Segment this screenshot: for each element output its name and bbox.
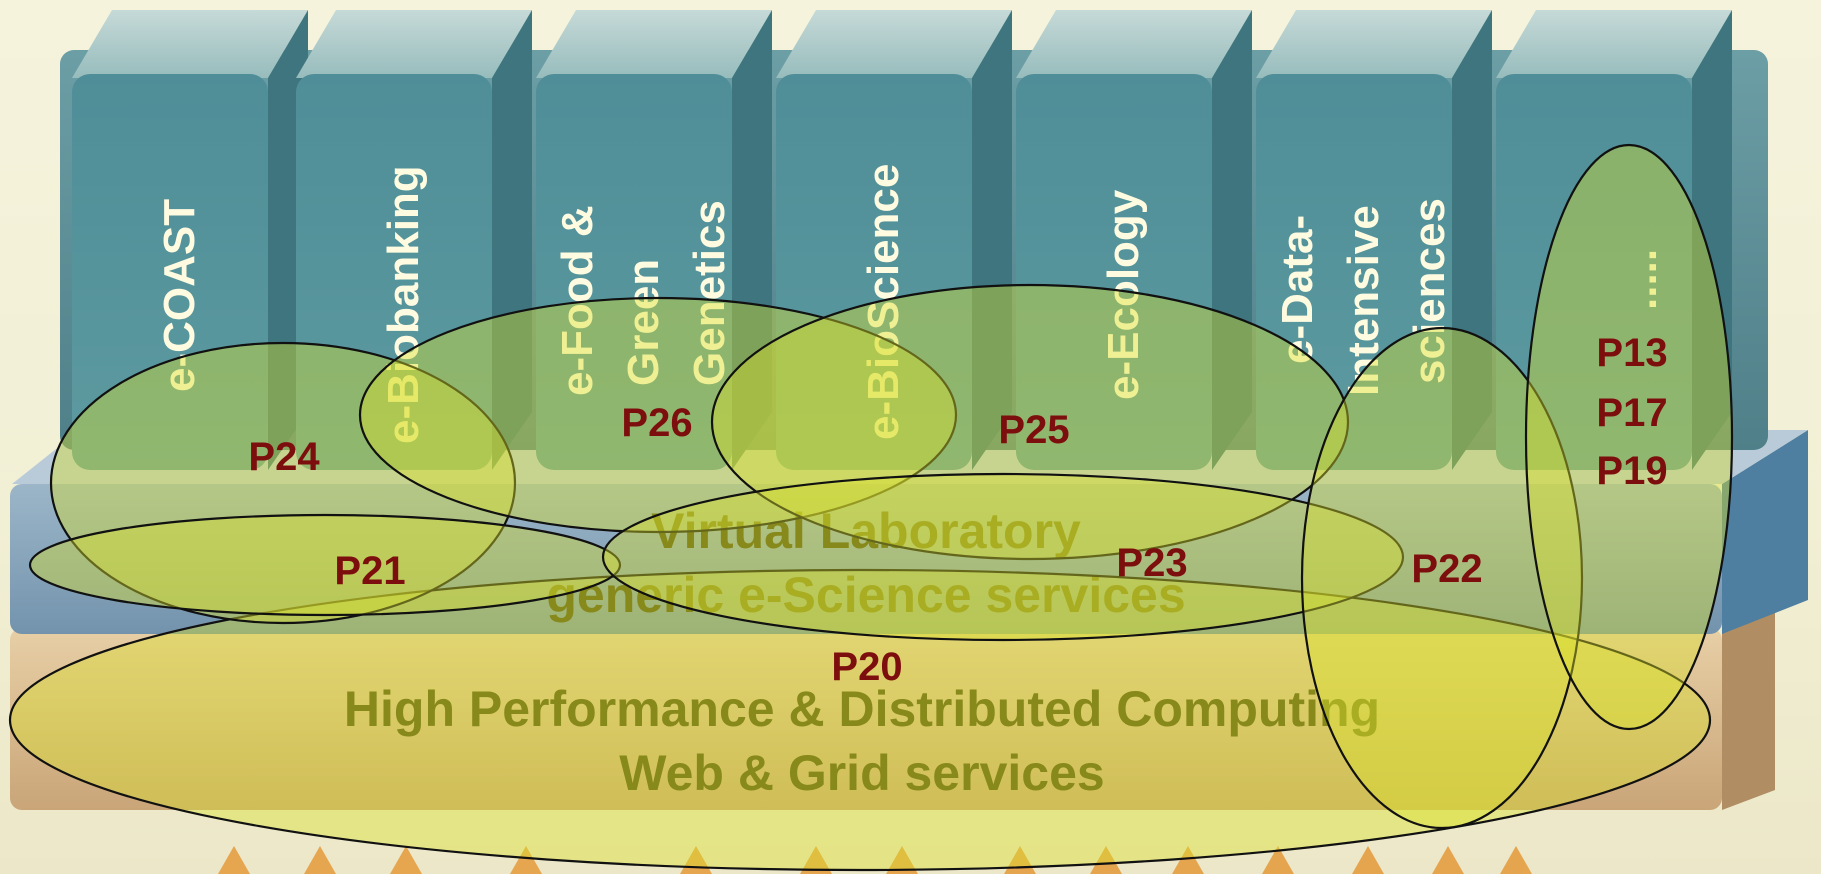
ellipse-p23	[601, 472, 1405, 642]
project-label-p24: P24	[248, 435, 320, 479]
pillar-top	[1496, 10, 1732, 78]
pillar-side	[972, 10, 1012, 470]
project-label-p20: P20	[831, 645, 902, 689]
pillar-label-line: e-Ecology	[1099, 189, 1148, 400]
pillar-side	[1692, 10, 1732, 470]
computing-subtitle: Web & Grid services	[619, 745, 1104, 801]
base-triangle	[1090, 846, 1122, 874]
project-label-p22: P22	[1411, 547, 1482, 591]
pillar-top	[776, 10, 1012, 78]
base-triangle	[1262, 846, 1294, 874]
project-labels: P24 P26 P25 P21 P23 P22 P20 P13 P17 P19	[248, 331, 1667, 689]
pillar-label-line: Intensive	[1339, 205, 1388, 396]
project-ellipses	[8, 143, 1734, 872]
base-triangle	[1172, 846, 1204, 874]
pillar-label-line: e-BioScience	[859, 164, 908, 440]
pillar-labels: e-COAST e-Biobanking e-Food & Green Gene…	[155, 164, 1666, 444]
pillar-label-e-biobanking: e-Biobanking	[379, 165, 428, 444]
virtual-lab-title: Virtual Laboratory	[651, 503, 1081, 559]
base-triangle	[218, 846, 250, 874]
base-triangles	[218, 846, 1532, 874]
project-label-p25: P25	[998, 408, 1069, 452]
pillar-top	[72, 10, 308, 78]
virtual-lab-subtitle: generic e-Science services	[546, 567, 1185, 623]
pillar-front	[1256, 74, 1452, 470]
pillar-label-e-data-intensive-sciences: e-Data- Intensive sciences	[1273, 193, 1454, 396]
pillar-side	[1212, 10, 1252, 470]
pillar-front	[536, 74, 732, 470]
pillar-label-e-bioscience: e-BioScience	[859, 164, 908, 440]
ellipse-p13-p17-p19	[1524, 143, 1734, 731]
base-triangle	[1352, 846, 1384, 874]
pillar-top	[536, 10, 772, 78]
pillar-label-line: sciences	[1405, 198, 1454, 384]
pillar-front	[296, 74, 492, 470]
pillar	[1016, 10, 1252, 470]
project-label-p21: P21	[334, 549, 405, 593]
base-triangle	[1432, 846, 1464, 874]
pillar	[296, 10, 532, 470]
ellipse-p26	[358, 296, 958, 534]
computing-layer-front	[10, 628, 1722, 810]
pillar	[1496, 10, 1732, 470]
pillar	[1256, 10, 1492, 470]
computing-layer-side	[1722, 612, 1775, 810]
project-label-p26: P26	[621, 401, 692, 445]
pillar-top	[1256, 10, 1492, 78]
computing-title: High Performance & Distributed Computing	[344, 681, 1380, 737]
virtual-lab-layer-side	[1722, 430, 1808, 634]
pillar-label-more: .....	[1617, 249, 1666, 310]
pillar-label-line: Genetics	[685, 200, 734, 386]
pillar-label-line: e-Biobanking	[379, 165, 428, 444]
pillar-front	[72, 74, 268, 470]
ellipse-p22	[1300, 326, 1584, 830]
ellipse-p25	[710, 283, 1350, 561]
pillar-front	[1496, 74, 1692, 470]
pillar-side	[492, 10, 532, 470]
base-triangle	[1500, 846, 1532, 874]
pillar-label-e-food-green-genetics: e-Food & Green Genetics	[553, 193, 734, 396]
base-triangle	[800, 846, 832, 874]
base-triangle	[886, 846, 918, 874]
virtual-lab-layer-front	[10, 484, 1722, 634]
pillar	[776, 10, 1012, 470]
project-label-p19: P19	[1596, 449, 1667, 493]
pillar	[536, 10, 772, 470]
pillar-label-line: e-COAST	[155, 199, 204, 392]
base-triangle	[304, 846, 336, 874]
pillar-label-e-coast: e-COAST	[155, 199, 204, 392]
pillar-label-e-ecology: e-Ecology	[1099, 189, 1148, 400]
pillars	[72, 10, 1732, 470]
project-label-p23: P23	[1116, 541, 1187, 585]
base-triangle	[390, 846, 422, 874]
base-triangle	[510, 846, 542, 874]
ellipse-p24	[49, 341, 517, 625]
pillar-front	[776, 74, 972, 470]
pillar-top	[1016, 10, 1252, 78]
ellipse-p20	[8, 568, 1712, 872]
pillar-side	[732, 10, 772, 470]
pillar-label-line: Green	[619, 259, 668, 386]
project-label-p17: P17	[1596, 391, 1667, 435]
pillar-side	[1452, 10, 1492, 470]
pillar-top	[296, 10, 532, 78]
pillar-label-line: .....	[1617, 249, 1666, 310]
pillar-front	[1016, 74, 1212, 470]
ellipse-p21	[28, 513, 622, 617]
project-label-p13: P13	[1596, 331, 1667, 375]
